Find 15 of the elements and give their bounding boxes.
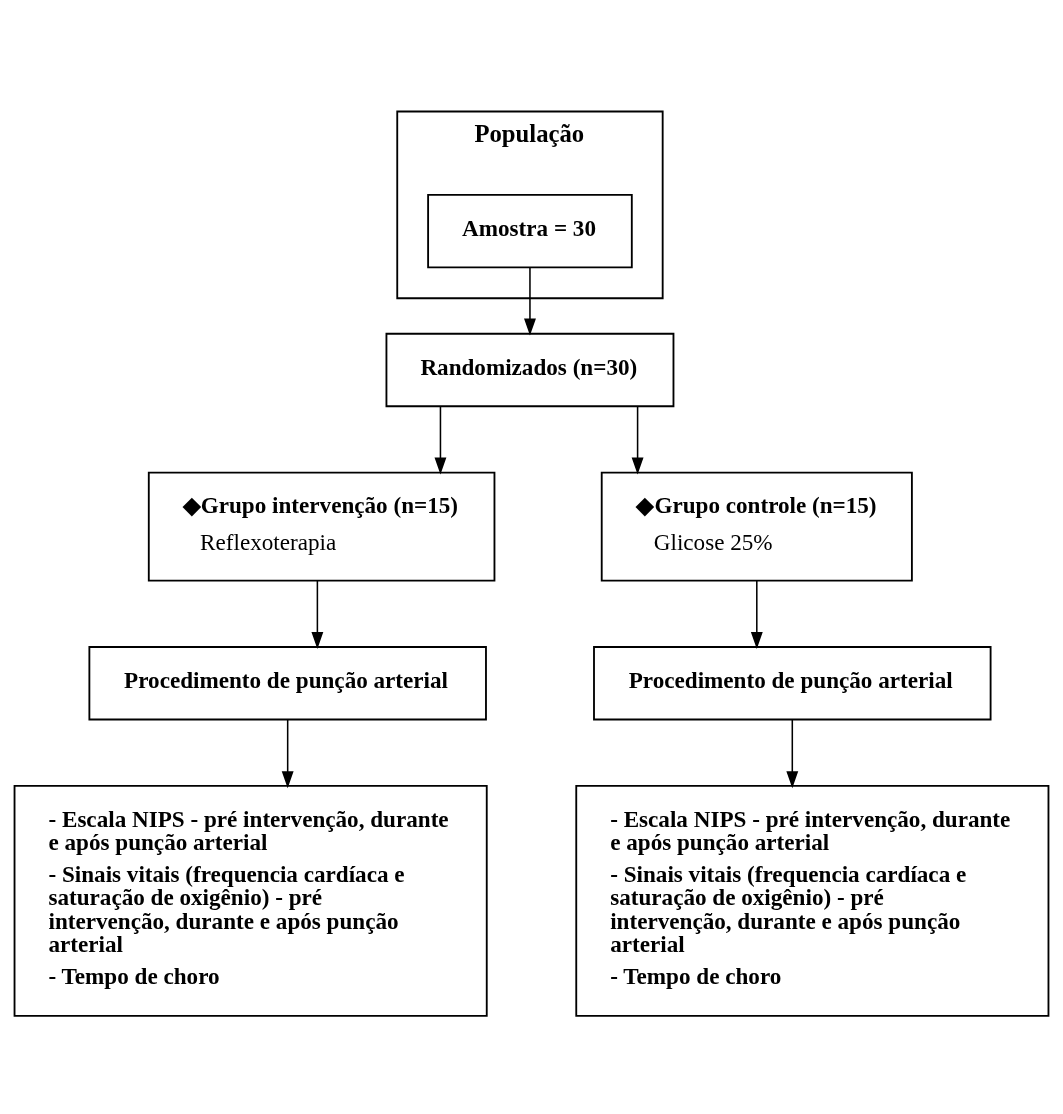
node-box: Amostra = 30 — [427, 193, 633, 268]
arrow — [434, 405, 447, 474]
node-box: - Escala NIPS - pré intervenção, durante e após punção arterial - Sinais vitais (frequencia cardíaca e saturação de oxigênio) - pré intervenção, durante e após punção arterial - Tempo de choro — [13, 784, 488, 1017]
arrow — [631, 405, 644, 474]
node-box: Randomizados (n=30) — [385, 332, 675, 407]
node-box: - Escala NIPS - pré intervenção, durante e após punção arterial - Sinais vitais (frequencia cardíaca e saturação de oxigênio) - pré intervenção, durante e após punção arterial - Tempo de choro — [575, 784, 1050, 1017]
node-box: Procedimento de punção arterial — [88, 645, 487, 720]
arrow — [281, 718, 294, 788]
arrow — [524, 266, 536, 336]
arrow — [750, 579, 763, 649]
node-box: Procedimento de punção arterial — [593, 645, 992, 720]
arrow — [311, 579, 324, 649]
arrow — [786, 718, 799, 788]
node-box: ◆Grupo intervenção (n=15) Reflexoterapia — [147, 471, 496, 582]
node-box: ◆Grupo controle (n=15) Glicose 25% — [600, 471, 913, 582]
